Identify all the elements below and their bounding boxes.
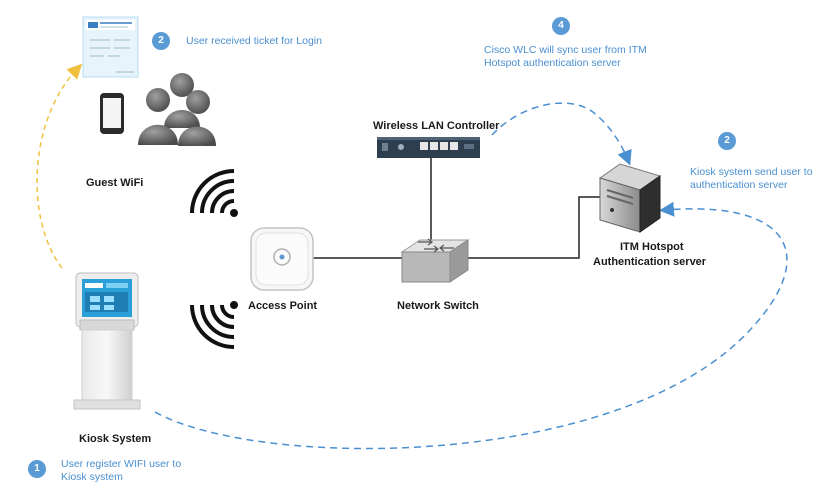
smartphone-icon bbox=[100, 93, 124, 134]
wifi-signal-icon-bottom bbox=[190, 301, 238, 349]
step-2-kiosk-line1: Kiosk system send user to bbox=[690, 166, 813, 178]
step-badge-4: 4 bbox=[552, 17, 570, 35]
server-label-line2: Authentication server bbox=[593, 256, 707, 268]
step-4-text: Cisco WLC will sync user from ITM Hotspo… bbox=[484, 44, 647, 70]
step-1-text: User register WIFI user to Kiosk system bbox=[61, 458, 181, 484]
access-point-label: Access Point bbox=[248, 300, 318, 312]
network-switch-icon bbox=[400, 238, 470, 283]
step-4-line2: Hotspot authentication server bbox=[484, 57, 621, 69]
step-badge-2-kiosk: 2 bbox=[718, 132, 736, 150]
kiosk-to-server-flow-arrow bbox=[154, 201, 788, 450]
server-label-line1: ITM Hotspot bbox=[620, 241, 684, 253]
network-switch-label: Network Switch bbox=[397, 300, 479, 312]
wlc-sync-flow-arrow bbox=[491, 102, 632, 166]
users-group-icon bbox=[138, 73, 216, 146]
wireless-lan-controller-icon bbox=[377, 137, 480, 158]
guest-wifi-label: Guest WiFi bbox=[86, 177, 144, 189]
access-point-icon bbox=[250, 227, 314, 291]
authentication-server-icon bbox=[598, 163, 662, 233]
wireless-lan-controller-label: Wireless LAN Controller bbox=[373, 120, 500, 132]
network-links bbox=[312, 157, 600, 259]
step-badge-1: 1 bbox=[28, 460, 46, 478]
login-ticket-icon bbox=[82, 16, 139, 78]
step-1-line2: Kiosk system bbox=[61, 471, 123, 483]
step-4-line1: Cisco WLC will sync user from ITM bbox=[484, 44, 647, 56]
step-1-line1: User register WIFI user to bbox=[61, 458, 182, 470]
ticket-flow-arrow bbox=[36, 63, 83, 269]
wifi-signal-icon-top bbox=[190, 169, 238, 217]
kiosk-system-label: Kiosk System bbox=[79, 433, 152, 445]
step-2-kiosk-text: Kiosk system send user to authentication… bbox=[690, 166, 813, 192]
step-2-ticket-text: User received ticket for Login bbox=[186, 35, 322, 47]
kiosk-system-icon bbox=[73, 272, 141, 410]
step-badge-2-ticket: 2 bbox=[152, 32, 170, 50]
step-2-kiosk-line2: authentication server bbox=[690, 179, 788, 191]
